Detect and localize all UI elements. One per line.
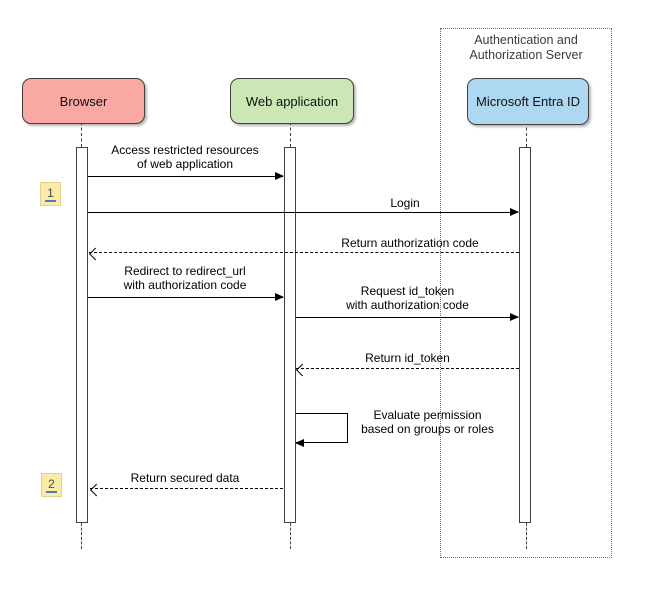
- lifeline-webapp-top: [290, 122, 291, 147]
- message-label-return-auth-code: Return authorization code: [341, 236, 479, 250]
- arrowhead-icon: [510, 208, 519, 216]
- message-label-return-secured-data: Return secured data: [130, 471, 240, 485]
- badge-2-number: 2: [46, 476, 57, 493]
- message-label-return-id-token: Return id_token: [365, 351, 450, 365]
- message-label-login: Login: [390, 196, 420, 210]
- arrowhead-icon: [510, 313, 519, 321]
- message-line-access-resources: [88, 172, 284, 180]
- message-line-request-id-token: [296, 313, 519, 321]
- arrowhead-icon: [90, 483, 103, 497]
- activation-bar-browser: [76, 147, 88, 523]
- actor-browser-box: Browser: [22, 78, 145, 124]
- message-line-login: [88, 208, 519, 216]
- lifeline-entra-top: [526, 122, 527, 147]
- lifeline-browser-bottom: [81, 523, 82, 549]
- arrowhead-icon: [89, 247, 102, 261]
- arrowhead-icon: [296, 363, 309, 377]
- lifeline-browser-top: [81, 122, 82, 147]
- message-line-evaluate-permission: [295, 413, 348, 447]
- badge-1-number: 1: [45, 185, 56, 202]
- message-line-redirect: [88, 293, 284, 301]
- message-label-evaluate-permission: Evaluate permission based on groups or r…: [361, 408, 494, 436]
- message-label-access-resources: Access restricted resources of web appli…: [111, 143, 259, 171]
- message-line-return-secured-data: [90, 483, 283, 497]
- lifeline-webapp-bottom: [290, 523, 291, 549]
- actor-entra-box: Microsoft Entra ID: [467, 78, 589, 125]
- actor-webapp-box: Web application: [230, 78, 354, 124]
- message-line-return-id-token: [296, 363, 519, 377]
- lifeline-entra-bottom: [526, 523, 527, 549]
- message-label-redirect: Redirect to redirect_url with authorizat…: [123, 264, 247, 292]
- arrowhead-icon: [275, 293, 284, 301]
- arrowhead-icon: [275, 172, 284, 180]
- activation-bar-webapp: [284, 147, 296, 523]
- badge-1-link[interactable]: 1: [40, 182, 61, 206]
- message-label-request-id-token: Request id_token with authorization code: [346, 284, 469, 312]
- activation-bar-entra: [519, 147, 531, 523]
- badge-2-link[interactable]: 2: [41, 473, 62, 497]
- message-line-return-auth-code: [89, 247, 519, 261]
- arrowhead-icon: [295, 439, 304, 447]
- auth-server-group-label: Authentication and Authorization Server: [469, 33, 583, 62]
